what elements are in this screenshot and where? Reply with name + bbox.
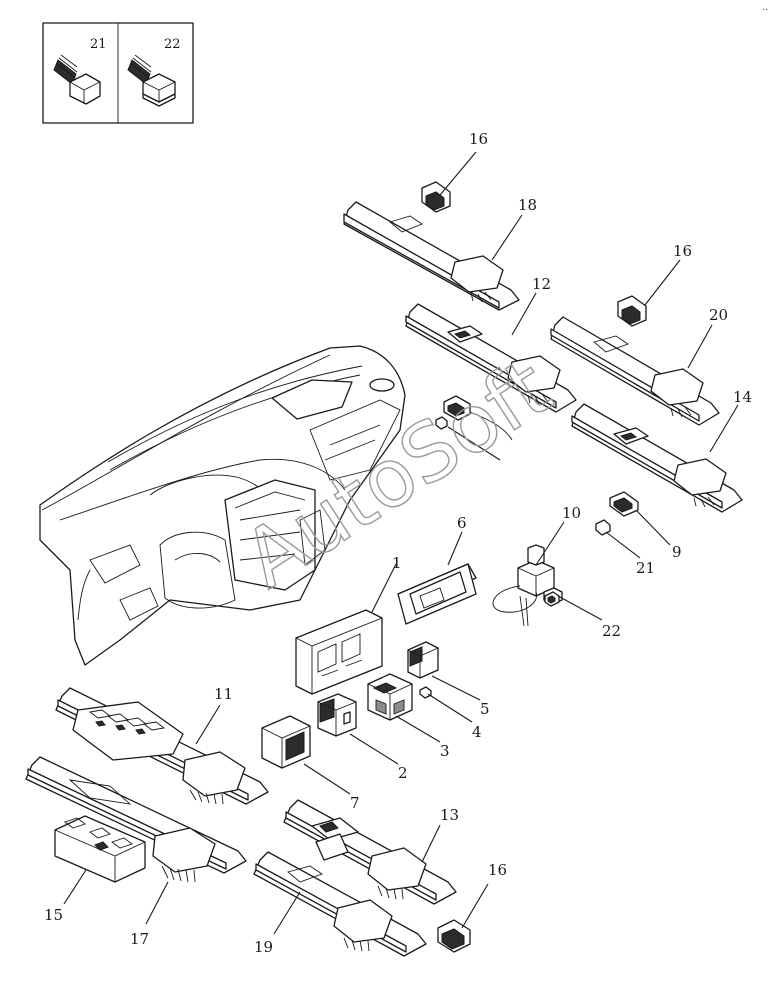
callout-13: 13 <box>440 806 459 824</box>
bolt-22 <box>544 591 560 607</box>
inset-label-22: 22 <box>164 37 181 52</box>
callout-16-bottom: 16 <box>488 861 507 879</box>
master-window-switch-15 <box>54 815 146 883</box>
callout-16-top: 16 <box>469 130 488 148</box>
callout-22: 22 <box>602 622 621 640</box>
fastener-inset: 21 22 <box>42 22 194 124</box>
switch-bracket-1 <box>295 609 383 695</box>
door-trim-panel-20 <box>550 316 720 426</box>
callout-7: 7 <box>350 794 360 812</box>
clip-16-top <box>421 181 451 213</box>
door-trim-panel-18 <box>343 201 520 311</box>
inset-label-21: 21 <box>90 37 107 52</box>
door-trim-panel-19 <box>253 851 427 957</box>
instrument-panel <box>39 345 406 666</box>
callout-15: 15 <box>44 906 63 924</box>
callout-3: 3 <box>440 742 450 760</box>
callout-1: 1 <box>392 554 402 572</box>
corner-mark: .. <box>762 2 768 13</box>
ignition-lock-10 <box>492 544 563 627</box>
door-trim-panel-13 <box>283 799 457 905</box>
switch-5 <box>407 641 439 679</box>
clip-16-middle <box>617 295 647 327</box>
callout-17: 17 <box>130 930 149 948</box>
callout-5: 5 <box>480 700 490 718</box>
callout-21: 21 <box>636 559 655 577</box>
switch-7 <box>261 715 311 769</box>
door-trim-panel-11 <box>55 687 269 805</box>
callout-4: 4 <box>472 723 482 741</box>
callout-19: 19 <box>254 938 273 956</box>
screw-21-icon <box>53 54 101 105</box>
door-trim-panel-14 <box>571 403 743 513</box>
bulb-4 <box>419 686 432 699</box>
switch-2 <box>317 693 357 737</box>
callout-6: 6 <box>457 514 467 532</box>
callout-numbers: 16 18 12 16 20 14 10 6 1 9 21 22 5 4 3 2… <box>44 130 752 956</box>
callout-14: 14 <box>733 388 752 406</box>
callout-9: 9 <box>672 543 682 561</box>
screw-21-right <box>595 519 611 536</box>
switch-assembly-3 <box>367 673 413 721</box>
callout-2: 2 <box>398 764 408 782</box>
bolt-22-icon <box>127 54 176 107</box>
door-trim-panel-12 <box>405 303 577 413</box>
leader-lines <box>63 151 739 935</box>
callout-18: 18 <box>518 196 537 214</box>
callout-16-middle: 16 <box>673 242 692 260</box>
clip-16-bottom <box>437 919 471 953</box>
callout-10: 10 <box>562 504 581 522</box>
lamp-socket-9 <box>609 491 639 517</box>
door-trim-panel-17 <box>25 756 247 883</box>
callout-11: 11 <box>214 685 233 703</box>
callout-12: 12 <box>532 275 551 293</box>
courtesy-lamp-connector <box>435 395 513 441</box>
switch-bezel-6 <box>397 563 477 625</box>
callout-20: 20 <box>709 306 728 324</box>
